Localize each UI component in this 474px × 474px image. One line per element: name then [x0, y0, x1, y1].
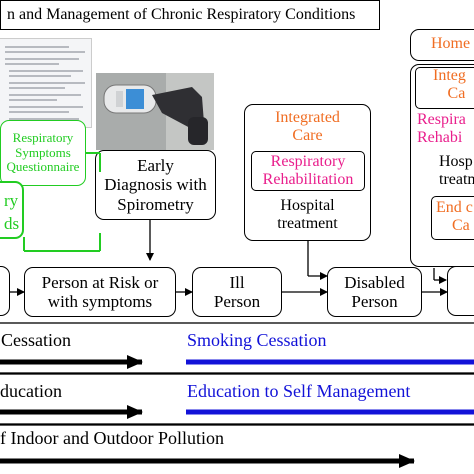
early-diagnosis-line-3: Spirometry — [117, 194, 194, 214]
right-end-line-1: End c — [436, 199, 473, 216]
spirometer-photo — [96, 73, 214, 150]
care-integrated-line-2: Care — [292, 126, 323, 144]
home-box: Home — [410, 29, 474, 61]
right-hosp-line-1: Hosp — [439, 153, 473, 170]
stage-ill-line-2: Person — [213, 292, 261, 311]
early-diagnosis-line-1: Early — [137, 156, 174, 176]
document-lines-graphic — [5, 46, 85, 125]
early-diagnosis-line-2: Diagnosis with — [104, 175, 207, 195]
questionnaire-box: Respiratory Symptoms Questionnaire — [0, 120, 86, 186]
smoking-right-label: Smoking Cessation — [187, 330, 327, 350]
stage-risk-line-2: with symptoms — [47, 292, 153, 311]
right-services-box: Integ Ca Respira Rehabi Hosp treatm End … — [410, 64, 474, 267]
right-end-line-2: Ca — [452, 216, 470, 234]
right-integ-line-1: Integ — [433, 67, 466, 84]
right-partial-stage-box — [447, 266, 474, 316]
stage-disabled-person: Disabled Person — [327, 267, 422, 317]
care-rehab-line-2: Rehabilitation — [262, 170, 354, 188]
questionnaire-line-1: Respiratory — [12, 130, 74, 146]
home-label: Home — [431, 35, 471, 52]
smoking-left-label: Cessation — [1, 330, 71, 350]
stage-person-at-risk: Person at Risk or with symptoms — [24, 267, 176, 317]
early-diagnosis-box: Early Diagnosis with Spirometry — [95, 150, 216, 220]
care-hospital-line-1: Hospital — [280, 197, 335, 214]
right-hosp-line-2: treatm — [439, 170, 474, 188]
right-end-care-box: End c Ca — [431, 196, 474, 240]
smoking-row-frame — [0, 322, 474, 374]
care-services-box: Integrated Care Respiratory Rehabilitati… — [244, 104, 371, 241]
right-resp-line-2: Rehabi — [417, 128, 463, 146]
questionnaire-line-3: Questionnaire — [6, 159, 80, 175]
care-rehab-line-1: Respiratory — [270, 153, 346, 170]
care-integrated-line-1: Integrated — [275, 109, 340, 126]
right-integ-frame — [415, 67, 474, 109]
spirometer-device-graphic — [96, 73, 214, 150]
care-rehab-box: Respiratory Rehabilitation — [251, 151, 365, 191]
diagram-title-text: n and Management of Chronic Respiratory … — [7, 6, 356, 23]
right-resp-line-1: Respira — [417, 111, 466, 128]
right-integ-line-2: Ca — [447, 84, 466, 102]
education-row-frame — [0, 373, 474, 425]
left-green-box: ry ds — [0, 181, 24, 239]
left-green-line-1: ry — [4, 191, 19, 210]
stage-disabled-line-2: Person — [351, 292, 398, 311]
left-green-line-2: ds — [4, 214, 20, 233]
diagram-title: n and Management of Chronic Respiratory … — [0, 0, 380, 30]
stage-ill-person: Ill Person — [192, 267, 282, 317]
questionnaire-document-image — [0, 38, 92, 128]
stage-ill-line-1: Ill — [229, 272, 245, 292]
education-left-label: ducation — [0, 381, 62, 401]
education-right-label: Education to Self Management — [187, 381, 411, 401]
stage-risk-line-1: Person at Risk or — [41, 272, 159, 292]
green-connectors — [23, 152, 101, 252]
pollution-row-frame — [0, 424, 474, 426]
care-hospital-line-2: treatment — [277, 214, 338, 232]
questionnaire-line-2: Symptoms — [15, 144, 71, 160]
pollution-label: f Indoor and Outdoor Pollution — [0, 428, 224, 448]
stage-disabled-line-1: Disabled — [344, 272, 405, 292]
